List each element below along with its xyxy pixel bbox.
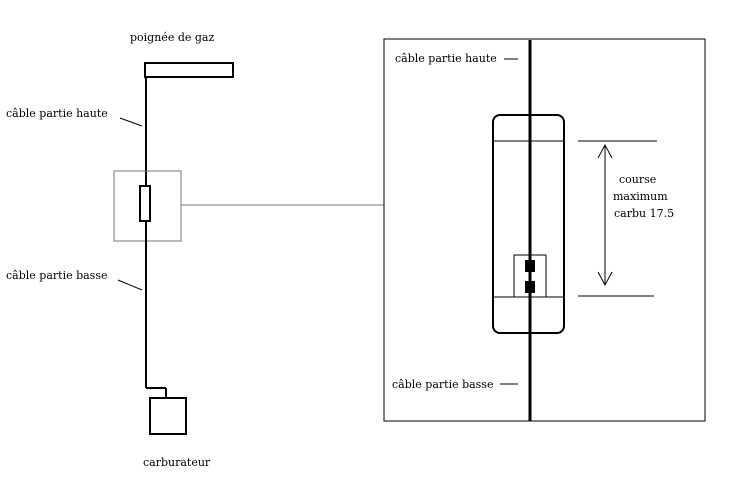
travel-arrow-up-head: [597, 143, 613, 159]
carburetor-label: carburateur: [143, 456, 211, 469]
inner-connector: [513, 254, 547, 298]
throttle-grip: [144, 62, 234, 78]
travel-label-line2: maximum: [613, 190, 668, 203]
travel-label-line1: course: [619, 173, 656, 186]
upper-cable-leader: [119, 117, 143, 127]
adjuster-sleeve: [492, 114, 565, 334]
travel-label-line3: carbu 17.5: [614, 207, 674, 220]
zoom-box: [113, 170, 182, 242]
lower-cable-label: câble partie basse: [6, 269, 108, 282]
lower-cable-leader: [117, 279, 143, 291]
throttle-label: poignée de gaz: [130, 31, 214, 44]
carburetor-box: [149, 397, 187, 435]
cable-connector: [139, 185, 151, 222]
detail-lower-cable-label: câble partie basse: [392, 378, 494, 391]
upper-nipple: [525, 260, 535, 272]
detail-upper-cable-label: câble partie haute: [395, 52, 497, 65]
detail-frame: [383, 38, 706, 422]
travel-arrow-down-head: [597, 271, 613, 287]
lower-nipple: [525, 281, 535, 293]
upper-cable-label: câble partie haute: [6, 107, 108, 120]
